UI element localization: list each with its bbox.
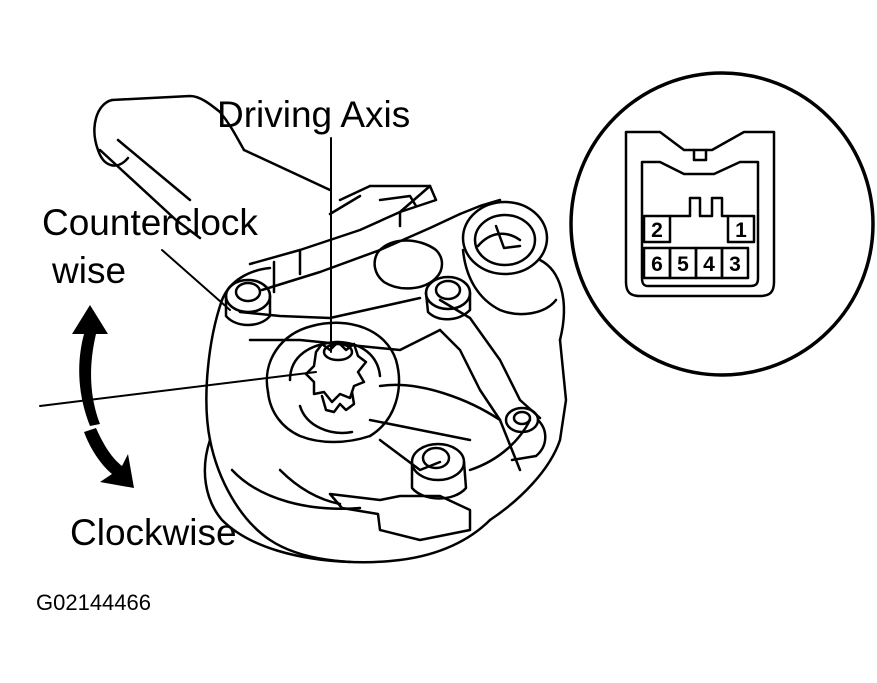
connector-pin-2: 2 <box>651 219 663 242</box>
counterclockwise-label-line1: Counterclock <box>42 202 258 243</box>
connector-pin-3: 3 <box>729 253 741 276</box>
connector-pin-5: 5 <box>677 253 689 276</box>
figure-code: G02144466 <box>36 590 151 615</box>
linkage-arm <box>238 296 547 472</box>
lower-plate <box>278 468 472 542</box>
rotation-arrow <box>72 305 134 488</box>
clockwise-label: Clockwise <box>70 512 237 553</box>
driving-axis-label: Driving Axis <box>217 94 411 135</box>
connector-inset <box>569 71 875 377</box>
motor-cylinder <box>93 94 332 240</box>
output-gear <box>265 321 401 444</box>
counterclockwise-label-line2: wise <box>52 250 127 291</box>
round-port <box>461 200 558 316</box>
counterclockwise-leader <box>161 249 231 311</box>
connector-pin-1: 1 <box>735 219 747 242</box>
side-cylinder <box>373 239 444 290</box>
motor-housing <box>203 258 568 564</box>
screw-posts <box>224 275 472 500</box>
spline-shaft <box>304 340 368 414</box>
connector-pin-6: 6 <box>651 253 663 276</box>
connector-pin-4: 4 <box>703 253 715 276</box>
